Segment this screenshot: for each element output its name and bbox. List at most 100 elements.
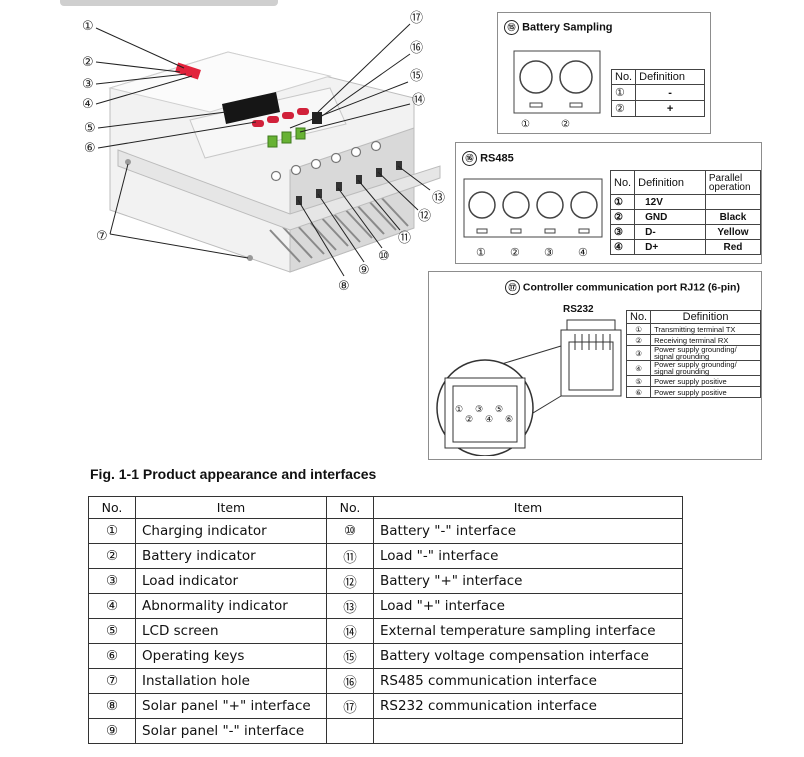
rj12-pin-5: ⑤ xyxy=(495,404,504,414)
table-header: No. xyxy=(88,496,136,519)
table-cell: Load "+" interface xyxy=(373,593,683,619)
table-cell: ④ xyxy=(609,239,636,255)
callout-9: ⑨ xyxy=(358,263,370,278)
rs485-panel: ⑯ RS485 ① ② ③ ④ No. Definition Parallel … xyxy=(455,142,762,264)
rj12-pin-3: ③ xyxy=(475,404,484,414)
table-cell: D+ xyxy=(634,239,706,255)
figure-caption: Fig. 1-1 Product appearance and interfac… xyxy=(90,466,377,482)
table-cell: Solar panel "-" interface xyxy=(135,718,327,744)
table-cell: ⑪ xyxy=(326,543,374,569)
callout-3: ③ xyxy=(82,77,94,92)
callout-6: ⑥ xyxy=(84,141,96,156)
table-cell: Yellow xyxy=(704,224,762,240)
table-cell: ⑭ xyxy=(326,618,374,644)
table-cell: ⑧ xyxy=(88,693,136,719)
table-cell: ① xyxy=(609,194,636,210)
table-cell: D- xyxy=(634,224,706,240)
rs232-label: RS232 xyxy=(563,304,594,315)
controller-illustration: ① ② ③ ④ ⑤ ⑥ ⑦ ⑧ ⑨ ⑩ ⑪ ⑫ ⑬ ⑭ ⑮ ⑯ ⑰ xyxy=(82,11,445,294)
table-cell: - xyxy=(635,84,706,101)
table-cell: ④ xyxy=(88,593,136,619)
table-cell: ⑬ xyxy=(326,593,374,619)
table-cell: ⑦ xyxy=(88,668,136,694)
table-cell: Power supply positive xyxy=(650,375,761,387)
table-cell: RS232 communication interface xyxy=(373,693,683,719)
table-cell xyxy=(373,718,683,744)
table-header: Definition xyxy=(635,69,706,85)
callout-11: ⑪ xyxy=(398,231,411,246)
table-cell: ⑤ xyxy=(88,618,136,644)
table-cell: ⑮ xyxy=(326,643,374,669)
battery-sampling-title: Battery Sampling xyxy=(522,21,613,34)
table-cell: ⑯ xyxy=(326,668,374,694)
table-row: ① Charging indicator ⑩ Battery "-" inter… xyxy=(88,518,683,544)
rj12-connector xyxy=(436,319,622,456)
callout-4: ④ xyxy=(82,97,94,112)
rj12-panel: ⑰ Controller communication port RJ12 (6-… xyxy=(428,271,762,460)
table-row: ③ Load indicator ⑫ Battery "+" interface xyxy=(88,568,683,594)
table-cell: Load "-" interface xyxy=(373,543,683,569)
table-cell: ① xyxy=(88,518,136,544)
table-cell: Transmitting terminal TX xyxy=(650,323,761,335)
table-cell: Black xyxy=(704,209,762,225)
table-cell xyxy=(326,718,374,744)
table-cell: Battery voltage compensation interface xyxy=(373,643,683,669)
table-cell: ⑫ xyxy=(326,568,374,594)
table-cell: Power supply grounding/ signal grounding xyxy=(650,345,761,361)
table-cell: ② xyxy=(609,209,636,225)
table-cell: + xyxy=(635,100,706,117)
table-cell: Battery "+" interface xyxy=(373,568,683,594)
rs485-connector xyxy=(463,178,603,238)
battery-sampling-panel: ⑮ Battery Sampling ① ② No.Definition ①- … xyxy=(497,12,711,134)
header-tab-bar xyxy=(60,0,278,6)
table-cell: Red xyxy=(704,239,762,255)
callout-1: ① xyxy=(82,19,94,34)
table-cell: ⑥ xyxy=(625,386,652,398)
callout-15: ⑮ xyxy=(410,69,423,84)
table-row: ④ Abnormality indicator ⑬ Load "+" inter… xyxy=(88,593,683,619)
table-header: Item xyxy=(135,496,327,519)
callout-7: ⑦ xyxy=(96,229,108,244)
callout-17: ⑰ xyxy=(410,11,423,26)
table-cell: ② xyxy=(610,100,637,117)
table-cell: Load indicator xyxy=(135,568,327,594)
rs485-heading: ⑯ RS485 xyxy=(462,151,514,166)
table-header: Definition xyxy=(650,310,761,324)
table-header: Parallel operation xyxy=(704,170,762,195)
table-cell: ③ xyxy=(88,568,136,594)
rj12-heading: ⑰ Controller communication port RJ12 (6-… xyxy=(505,280,740,295)
callout-labels: ① ② ③ ④ ⑤ ⑥ ⑦ ⑧ ⑨ ⑩ ⑪ ⑫ ⑬ ⑭ ⑮ ⑯ ⑰ xyxy=(82,11,445,294)
table-header: Definition xyxy=(634,170,706,195)
callout-2: ② xyxy=(82,55,94,70)
rs485-marker: ⑯ xyxy=(462,151,477,166)
battery-sampling-heading: ⑮ Battery Sampling xyxy=(504,20,613,35)
table-cell: ③ xyxy=(625,345,652,361)
callout-10: ⑩ xyxy=(378,249,390,264)
table-row: ⑤ LCD screen ⑭ External temperature samp… xyxy=(88,618,683,644)
table-cell: ⑨ xyxy=(88,718,136,744)
battery-sampling-marker: ⑮ xyxy=(504,20,519,35)
table-cell: GND xyxy=(634,209,706,225)
table-cell: ① xyxy=(625,323,652,335)
table-cell: Battery "-" interface xyxy=(373,518,683,544)
table-cell: Installation hole xyxy=(135,668,327,694)
callout-5: ⑤ xyxy=(84,121,96,136)
battery-sampling-pin-1: ① xyxy=(521,119,530,130)
callout-8: ⑧ xyxy=(338,279,350,294)
table-row: ② Battery indicator ⑪ Load "-" interface xyxy=(88,543,683,569)
table-cell: Abnormality indicator xyxy=(135,593,327,619)
table-cell xyxy=(704,194,762,210)
callout-16: ⑯ xyxy=(410,41,423,56)
table-cell: ⑤ xyxy=(625,375,652,387)
table-row: ⑦ Installation hole ⑯ RS485 communicatio… xyxy=(88,668,683,694)
table-cell: ⑩ xyxy=(326,518,374,544)
table-row: ⑧ Solar panel "+" interface ⑰ RS232 comm… xyxy=(88,693,683,719)
rs485-pin-3: ③ xyxy=(544,247,554,259)
table-cell: ① xyxy=(610,84,637,101)
callout-12: ⑫ xyxy=(418,209,431,224)
table-cell: RS485 communication interface xyxy=(373,668,683,694)
table-cell: Receiving terminal RX xyxy=(650,334,761,346)
rj12-pin-1: ① xyxy=(455,404,464,414)
